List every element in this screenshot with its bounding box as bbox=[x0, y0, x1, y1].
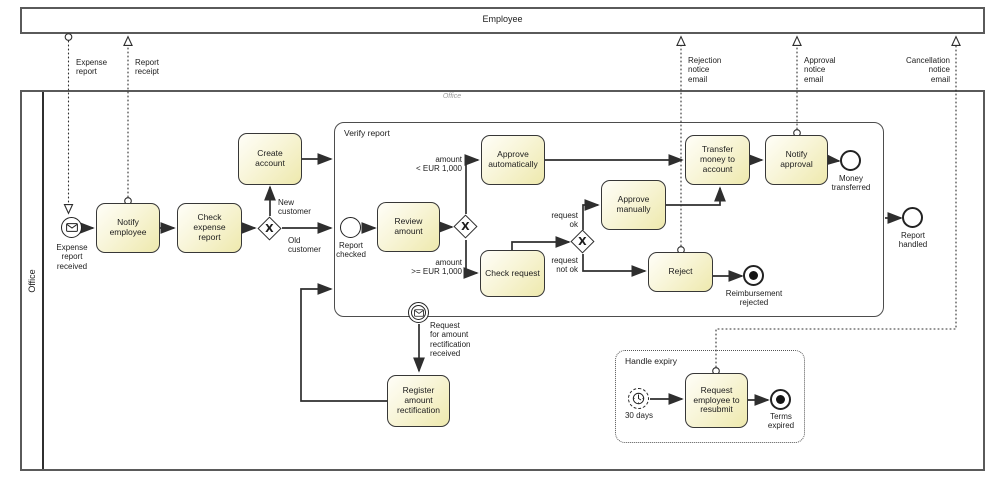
task-notify-approval[interactable]: Notify approval bbox=[765, 135, 828, 185]
label-approval-notice-msg: Approval notice email bbox=[804, 56, 836, 84]
end-event-reimbursement-rejected[interactable] bbox=[743, 265, 764, 286]
office-watermark: Office bbox=[442, 93, 462, 100]
task-label: Create account bbox=[255, 148, 285, 168]
label-30-days: 30 days bbox=[624, 411, 654, 420]
task-approve-automatically[interactable]: Approve automatically bbox=[481, 135, 545, 185]
task-notify-employee[interactable]: Notify employee bbox=[96, 203, 160, 253]
label-money-transferred: Money transferred bbox=[831, 174, 871, 193]
task-label: Notify employee bbox=[109, 217, 147, 237]
label-rejection-notice-msg: Rejection notice email bbox=[688, 56, 722, 84]
task-label: Reject bbox=[668, 266, 693, 277]
task-label: Register amount rectification bbox=[397, 385, 440, 415]
pool-office-name-band: Office bbox=[22, 92, 44, 469]
label-report-checked: Report checked bbox=[336, 241, 366, 260]
start-event-expense-report-received[interactable] bbox=[61, 217, 82, 238]
clock-icon bbox=[632, 392, 645, 405]
label-amount-gte-1000: amount >= EUR 1,000 bbox=[411, 258, 462, 277]
label-new-customer: New customer bbox=[278, 198, 311, 217]
message-cancellation-notice bbox=[712, 35, 961, 375]
task-transfer-money[interactable]: Transfer money to account bbox=[685, 135, 750, 185]
envelope-icon bbox=[413, 308, 424, 317]
task-check-expense-report[interactable]: Check expense report bbox=[177, 203, 242, 253]
task-label: Request employee to resubmit bbox=[693, 384, 740, 415]
envelope-icon bbox=[65, 223, 78, 232]
task-label: Notify approval bbox=[780, 149, 813, 169]
flow-gateway3-to-approve-manually bbox=[582, 199, 600, 230]
label-amount-lt-1000: amount < EUR 1,000 bbox=[415, 155, 462, 174]
end-event-report-handled[interactable] bbox=[902, 207, 923, 228]
pool-employee-title: Employee bbox=[482, 14, 523, 24]
task-label: Check request bbox=[485, 267, 540, 278]
task-reject[interactable]: Reject bbox=[648, 252, 713, 292]
label-terms-expired: Terms expired bbox=[767, 412, 795, 431]
xor-marker: X bbox=[265, 221, 274, 235]
task-check-request[interactable]: Check request bbox=[480, 250, 545, 297]
pool-employee: Employee bbox=[20, 7, 985, 34]
flow-check-request-to-gateway3 bbox=[511, 236, 571, 250]
label-request-not-ok: request not ok bbox=[551, 256, 578, 275]
label-report-handled: Report handled bbox=[898, 231, 928, 250]
label-report-receipt-msg: Report receipt bbox=[135, 58, 160, 77]
flow-gateway3-to-reject bbox=[582, 254, 647, 277]
flow-gateway2-to-check-request bbox=[463, 240, 479, 279]
label-old-customer: Old customer bbox=[288, 236, 321, 255]
label-cancellation-notice-msg: Cancellation notice email bbox=[905, 56, 950, 84]
label-expense-report-received: Expense report received bbox=[56, 243, 88, 271]
start-event-report-checked[interactable] bbox=[340, 217, 361, 238]
task-register-rectification[interactable]: Register amount rectification bbox=[387, 375, 450, 427]
task-label: Check expense report bbox=[193, 212, 226, 242]
task-create-account[interactable]: Create account bbox=[238, 133, 302, 185]
task-label: Transfer money to account bbox=[700, 144, 735, 174]
task-label: Approve automatically bbox=[488, 149, 538, 169]
label-request-ok: request ok bbox=[551, 211, 578, 230]
flow-register-to-subprocess bbox=[300, 283, 387, 402]
label-rectification-received: Request for amount rectification receive… bbox=[430, 321, 471, 358]
task-review-amount[interactable]: Review amount bbox=[377, 202, 440, 252]
flow-approve-manually-to-transfer bbox=[666, 186, 726, 206]
timer-start-event-30-days[interactable] bbox=[628, 388, 649, 409]
flow-gateway2-to-approve-auto bbox=[464, 154, 480, 214]
flow-notify-approval-to-end bbox=[824, 153, 841, 166]
label-expense-report-msg: Expense report bbox=[76, 58, 108, 77]
boundary-message-event-rectification[interactable] bbox=[408, 302, 429, 323]
task-request-resubmit[interactable]: Request employee to resubmit bbox=[685, 373, 748, 428]
end-event-terms-expired[interactable] bbox=[770, 389, 791, 410]
task-label: Approve manually bbox=[616, 194, 651, 214]
task-approve-manually[interactable]: Approve manually bbox=[601, 180, 666, 230]
xor-marker: X bbox=[578, 234, 587, 248]
subprocess-verify-report-title: Verify report bbox=[344, 128, 390, 138]
label-reimbursement-rejected: Reimbursement rejected bbox=[725, 289, 783, 308]
task-label: Review amount bbox=[394, 216, 423, 236]
subprocess-handle-expiry-title: Handle expiry bbox=[625, 356, 677, 366]
end-event-money-transferred[interactable] bbox=[840, 150, 861, 171]
xor-marker: X bbox=[461, 219, 470, 233]
